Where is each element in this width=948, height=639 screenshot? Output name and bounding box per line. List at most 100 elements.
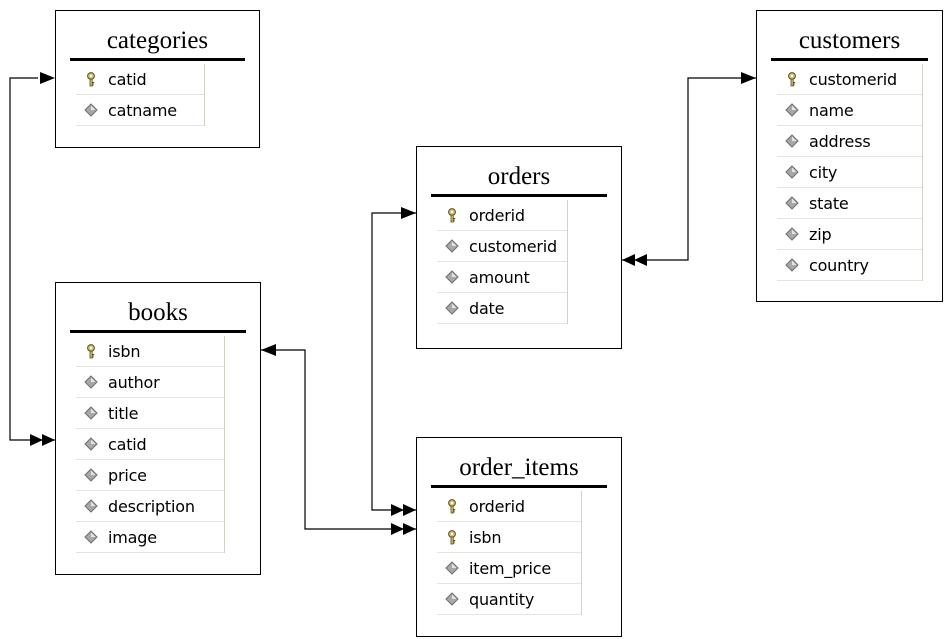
field-row-catid[interactable]: catid bbox=[76, 64, 204, 95]
arrowhead-books-a bbox=[30, 434, 43, 446]
field-row-isbn[interactable]: isbn bbox=[437, 522, 581, 553]
field-row-catname[interactable]: catname bbox=[76, 95, 204, 126]
arrowhead-customers bbox=[741, 72, 756, 84]
column-diamond-icon bbox=[445, 270, 459, 284]
key-icon bbox=[785, 71, 799, 86]
table-title: customers bbox=[798, 27, 901, 54]
title-underline bbox=[431, 485, 607, 488]
arrowhead-order_items-isbn-a bbox=[391, 523, 404, 535]
arrowhead-order_items-orderid-b bbox=[403, 504, 416, 516]
connector-orders-order_items bbox=[371, 212, 416, 511]
column-diamond-icon bbox=[84, 468, 98, 482]
column-diamond-icon bbox=[84, 499, 98, 513]
title-underline bbox=[70, 58, 245, 61]
field-row-customerid[interactable]: customerid bbox=[437, 231, 567, 262]
column-diamond-icon bbox=[785, 165, 799, 179]
field-list: customerid name address city state zip country bbox=[777, 64, 923, 281]
field-name: orderid bbox=[469, 496, 525, 516]
arrowhead-order_items-isbn-b bbox=[403, 523, 416, 535]
field-name: price bbox=[108, 465, 147, 485]
arrowhead-books-b bbox=[42, 434, 55, 446]
field-name: date bbox=[469, 298, 505, 318]
column-diamond-icon bbox=[445, 561, 459, 575]
column-diamond-icon bbox=[785, 258, 799, 272]
field-row-title[interactable]: title bbox=[76, 398, 224, 429]
field-name: isbn bbox=[108, 341, 141, 361]
field-row-orderid[interactable]: orderid bbox=[437, 200, 567, 231]
key-icon bbox=[445, 498, 459, 513]
field-name: customerid bbox=[809, 69, 897, 89]
title-underline bbox=[431, 194, 607, 197]
field-row-isbn[interactable]: isbn bbox=[76, 336, 224, 367]
column-diamond-icon bbox=[785, 103, 799, 117]
field-name: city bbox=[809, 162, 838, 182]
arrowhead-books-isbn bbox=[261, 344, 276, 356]
table-books[interactable]: books isbn author title catid price descripti… bbox=[55, 282, 261, 575]
field-name: state bbox=[809, 193, 849, 213]
field-name: country bbox=[809, 255, 869, 275]
field-row-address[interactable]: address bbox=[777, 126, 922, 157]
column-diamond-icon bbox=[785, 196, 799, 210]
table-title: order_items bbox=[459, 454, 579, 481]
field-name: title bbox=[108, 403, 139, 423]
field-row-quantity[interactable]: quantity bbox=[437, 584, 581, 615]
field-name: customerid bbox=[469, 236, 557, 256]
connector-categories-books bbox=[9, 77, 55, 441]
column-diamond-icon bbox=[84, 530, 98, 544]
table-categories[interactable]: categories catid catname bbox=[55, 10, 260, 148]
table-title: books bbox=[128, 299, 188, 326]
field-row-image[interactable]: image bbox=[76, 522, 224, 553]
field-name: author bbox=[108, 372, 160, 392]
field-row-name[interactable]: name bbox=[777, 95, 922, 126]
field-list: orderid isbn item_price quantity bbox=[437, 491, 582, 615]
column-diamond-icon bbox=[84, 437, 98, 451]
field-name: name bbox=[809, 100, 854, 120]
field-row-description[interactable]: description bbox=[76, 491, 224, 522]
connector-customers-orders bbox=[622, 77, 756, 261]
table-customers[interactable]: customers customerid name address city state… bbox=[756, 10, 943, 302]
title-underline bbox=[771, 58, 928, 61]
field-name: catname bbox=[108, 100, 177, 120]
key-icon bbox=[84, 71, 98, 86]
key-icon bbox=[84, 343, 98, 358]
field-name: quantity bbox=[469, 589, 535, 609]
field-name: orderid bbox=[469, 205, 525, 225]
field-list: catid catname bbox=[76, 64, 205, 126]
field-row-zip[interactable]: zip bbox=[777, 219, 922, 250]
arrowhead-orders-b bbox=[634, 254, 647, 266]
column-diamond-icon bbox=[445, 239, 459, 253]
field-row-item_price[interactable]: item_price bbox=[437, 553, 581, 584]
table-title: orders bbox=[487, 163, 551, 190]
field-row-city[interactable]: city bbox=[777, 157, 922, 188]
field-row-customerid[interactable]: customerid bbox=[777, 64, 922, 95]
field-row-catid[interactable]: catid bbox=[76, 429, 224, 460]
field-row-author[interactable]: author bbox=[76, 367, 224, 398]
column-diamond-icon bbox=[785, 227, 799, 241]
column-diamond-icon bbox=[84, 103, 98, 117]
table-orders[interactable]: orders orderid customerid amount date bbox=[416, 146, 622, 349]
arrowhead-orders-a bbox=[622, 254, 635, 266]
field-row-country[interactable]: country bbox=[777, 250, 922, 281]
column-diamond-icon bbox=[445, 592, 459, 606]
arrowhead-order_items-orderid-a bbox=[391, 504, 404, 516]
column-diamond-icon bbox=[84, 375, 98, 389]
field-row-state[interactable]: state bbox=[777, 188, 922, 219]
column-diamond-icon bbox=[785, 134, 799, 148]
field-row-amount[interactable]: amount bbox=[437, 262, 567, 293]
field-name: catid bbox=[108, 434, 147, 454]
table-title: categories bbox=[106, 27, 209, 54]
field-row-price[interactable]: price bbox=[76, 460, 224, 491]
column-diamond-icon bbox=[84, 406, 98, 420]
arrowhead-orders-orderid bbox=[401, 207, 416, 219]
field-row-orderid[interactable]: orderid bbox=[437, 491, 581, 522]
field-name: zip bbox=[809, 224, 832, 244]
column-diamond-icon bbox=[445, 301, 459, 315]
key-icon bbox=[445, 529, 459, 544]
field-name: amount bbox=[469, 267, 530, 287]
field-list: orderid customerid amount date bbox=[437, 200, 568, 324]
field-name: item_price bbox=[469, 558, 551, 578]
field-row-date[interactable]: date bbox=[437, 293, 567, 324]
